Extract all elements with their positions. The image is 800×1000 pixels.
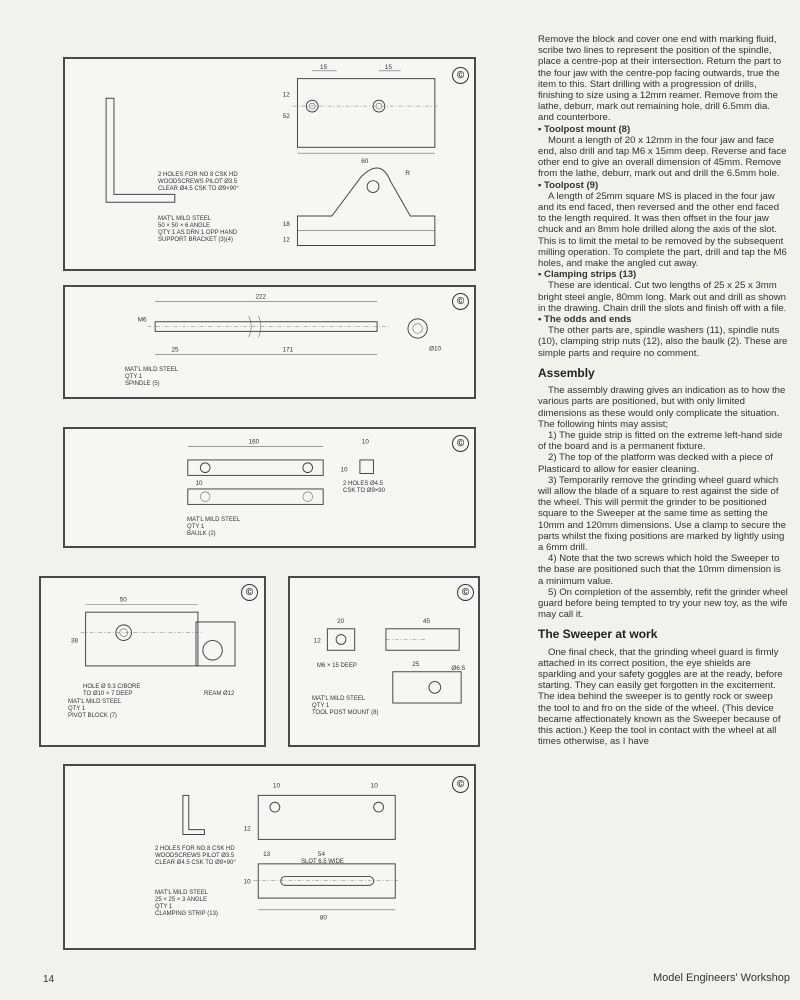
- section-heading: • Toolpost mount (8): [538, 123, 631, 135]
- section-heading: • The odds and ends: [538, 314, 632, 326]
- svg-text:10: 10: [371, 783, 379, 790]
- svg-text:12: 12: [244, 826, 252, 833]
- figure-pivot-block: 50 38 © HOLE Ø 9.3 C/BORE TO Ø10 × 7 DEE…: [39, 576, 266, 747]
- material-note: MAT'L MILD STEEL QTY 1 SPINDLE (5): [125, 367, 179, 387]
- svg-text:160: 160: [249, 439, 260, 446]
- paragraph: 3) Temporarily remove the grinding wheel…: [538, 474, 786, 553]
- assembly-heading: Assembly: [538, 365, 595, 380]
- material-note: MAT'L MILD STEEL 50 × 50 × 6 ANGLE QTY 1…: [158, 216, 238, 243]
- copyright-mark: ©: [452, 776, 469, 793]
- svg-text:60: 60: [361, 158, 369, 165]
- svg-text:10: 10: [244, 878, 252, 885]
- section-heading: • Clamping strips (13): [538, 269, 637, 281]
- svg-text:15: 15: [320, 64, 328, 71]
- svg-text:10: 10: [341, 467, 348, 474]
- page-number: 14: [43, 974, 55, 985]
- sweeper-heading: The Sweeper at work: [538, 627, 658, 642]
- ream-note: REAM Ø12: [204, 691, 235, 697]
- svg-text:M6: M6: [138, 317, 147, 324]
- svg-text:12: 12: [314, 637, 322, 644]
- svg-text:18: 18: [283, 221, 291, 228]
- paragraph: 1) The guide strip is fitted on the extr…: [538, 429, 783, 453]
- hole-note: 2 HOLES FOR NO 8 CSK HD WOODSCREWS PILOT…: [158, 172, 239, 192]
- paragraph: The other parts are, spindle washers (11…: [538, 325, 788, 359]
- svg-text:Ø10: Ø10: [429, 346, 441, 353]
- svg-text:20: 20: [337, 618, 345, 625]
- article-column: Remove the block and cover one end with …: [538, 34, 788, 747]
- svg-text:25: 25: [412, 661, 420, 668]
- copyright-mark: ©: [452, 435, 469, 452]
- hole-note: 2 HOLES FOR NO 8 CSK HD WOODSCREWS PILOT…: [155, 846, 236, 866]
- copyright-mark: ©: [452, 293, 469, 310]
- copyright-mark: ©: [452, 67, 469, 84]
- paragraph: One final check, that the grinding wheel…: [538, 646, 783, 748]
- paragraph: These are identical. Cut two lengths of …: [538, 280, 787, 314]
- figure-clamping-strip: 10 10 12 54 13 80 10 © SLOT 6.5 WIDE 2 H…: [63, 764, 476, 950]
- paragraph: 5) On completion of the assembly, refit …: [538, 586, 788, 621]
- svg-text:222: 222: [256, 294, 267, 301]
- svg-text:10: 10: [273, 783, 281, 790]
- figure-baulk: 160 10 10 10 © 2 HOLES Ø4.5 CSK TO Ø9×90…: [63, 427, 476, 548]
- paragraph: A length of 25mm square MS is placed in …: [538, 190, 787, 270]
- svg-text:52: 52: [283, 113, 291, 120]
- svg-text:12: 12: [283, 91, 291, 98]
- svg-text:50: 50: [120, 596, 128, 603]
- tool-post-mount-drawing: 20 45 12 25 Ø6.5: [314, 618, 466, 704]
- hole-note: 2 HOLES Ø4.5 CSK TO Ø9×90: [343, 481, 385, 494]
- copyright-mark: ©: [457, 584, 474, 601]
- svg-text:25: 25: [172, 347, 179, 354]
- svg-text:38: 38: [71, 637, 79, 644]
- paragraph: Remove the block and cover one end with …: [538, 34, 782, 124]
- paragraph: Mount a length of 20 x 12mm in the four …: [538, 134, 787, 180]
- hole-note: HOLE Ø 9.3 C/BORE TO Ø10 × 7 DEEP: [83, 684, 141, 697]
- svg-text:13: 13: [263, 851, 271, 858]
- magazine-title: Model Engineers' Workshop: [652, 972, 790, 984]
- svg-text:10: 10: [362, 439, 369, 446]
- svg-text:54: 54: [318, 851, 326, 858]
- thread-note: M6 × 15 DEEP: [317, 663, 357, 669]
- paragraph: The assembly drawing gives an indication…: [538, 385, 786, 430]
- figure-support-bracket: 60 15 15 12 52 R 18 12 © 2 HOLES FOR NO …: [63, 57, 476, 271]
- svg-text:10: 10: [196, 480, 203, 487]
- figure-spindle: 222 M6 25 171 Ø10 © MAT'L MILD STEEL QTY…: [63, 285, 476, 399]
- material-note: MAT'L MILD STEEL QTY 1 PIVOT BLOCK (7): [68, 699, 122, 719]
- svg-text:15: 15: [385, 64, 393, 71]
- svg-text:12: 12: [283, 237, 291, 244]
- clamping-strip-drawing: 10 10 12 54 13 80 10: [182, 783, 401, 922]
- paragraph: 4) Note that the two screws which hold t…: [538, 553, 781, 587]
- support-bracket-drawing: 60 15 15 12 52 R 18 12: [105, 64, 440, 246]
- paragraph: 2) The top of the platform was decked wi…: [538, 452, 773, 475]
- svg-text:Ø6.5: Ø6.5: [451, 665, 465, 672]
- copyright-mark: ©: [241, 584, 258, 601]
- material-note: MAT'L MILD STEEL 25 × 25 × 3 ANGLE QTY 1…: [155, 890, 218, 917]
- section-heading: • Toolpost (9): [538, 179, 599, 191]
- figure-tool-post-mount: 20 45 12 25 Ø6.5 © M6 × 15 DEEP MAT'L MI…: [288, 576, 480, 747]
- baulk-drawing: 160 10 10 10: [187, 439, 374, 505]
- material-note: MAT'L MILD STEEL QTY 1 BAULK (2): [187, 517, 241, 537]
- spindle-drawing: 222 M6 25 171 Ø10: [138, 294, 442, 355]
- pivot-block-drawing: 50 38: [71, 596, 236, 667]
- svg-text:R: R: [405, 170, 410, 177]
- svg-text:80: 80: [320, 915, 328, 922]
- slot-note: SLOT 6.5 WIDE: [301, 859, 344, 865]
- svg-text:171: 171: [283, 347, 294, 354]
- svg-text:45: 45: [423, 618, 431, 625]
- material-note: MAT'L MILD STEEL QTY 1 TOOL POST MOUNT (…: [312, 696, 379, 716]
